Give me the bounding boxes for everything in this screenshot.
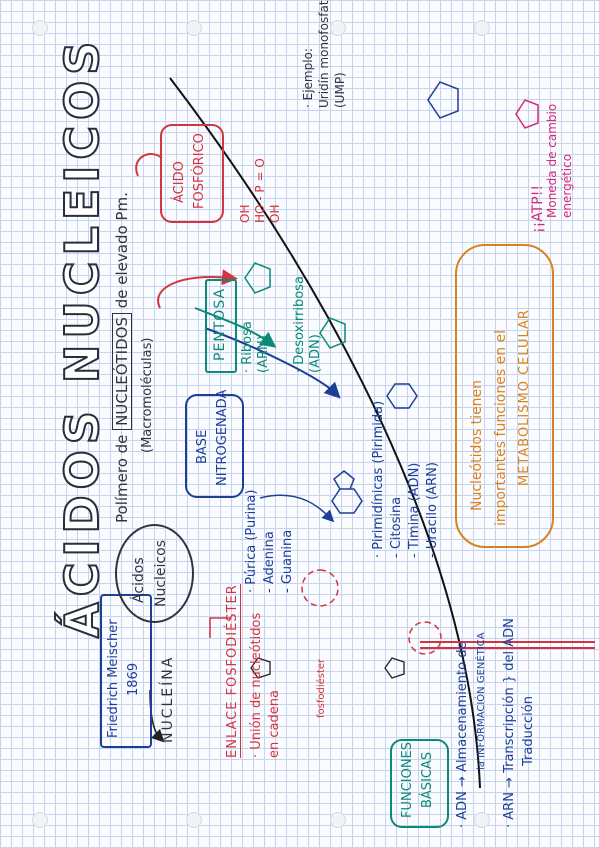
ejemplo-block: · Ejemplo: Uridín monofosfato (UMP) xyxy=(300,0,348,108)
ejemplo-label: · Ejemplo: xyxy=(301,48,315,108)
binder-hole xyxy=(32,812,48,828)
fosforico-line-2: FOSFÓRICO xyxy=(192,133,207,209)
discoverer-name: Friedrich Meischer xyxy=(106,619,121,738)
adn-function: · ADN → Almacenamiento de la INFORMACIÓN… xyxy=(453,632,491,828)
pentosa-types: · Ribosa (ARN) · Desoxirribosa (ADN) xyxy=(240,276,324,373)
funciones-line-1: Nucleótidos tienen xyxy=(469,379,485,511)
base-nitrogenada-box: BASE NITROGENADA xyxy=(185,390,244,498)
pirimidinicas-list: · Pirimidínicas (Pirimida) - Citosina - … xyxy=(370,401,442,558)
polimero-prefix: Polímero de xyxy=(113,434,131,523)
enlace-line-2: en cadena xyxy=(267,690,282,758)
binder-hole xyxy=(32,20,48,36)
pentosa-box: PENTOSA xyxy=(205,279,237,373)
funciones-basicas-box: FUNCIONES BÁSICAS xyxy=(390,739,449,828)
binder-hole xyxy=(330,812,346,828)
enlace-heading: ENLACE FOSFODIÉSTER xyxy=(225,584,241,758)
nucleina-label: NUCLEÍNA xyxy=(160,655,176,743)
arn-function: · ARN → Transcripción } del ADN Traducci… xyxy=(500,618,538,828)
ejemplo-line-1: Uridín monofosfato xyxy=(317,0,331,108)
desoxirribosa-item: · Desoxirribosa xyxy=(292,276,307,373)
adn-function-line-2: la INFORMACIÓN GENÉTICA xyxy=(476,632,487,770)
atp-note-line-1: Moneda de cambio xyxy=(545,103,559,218)
ribosa-item: · Ribosa xyxy=(240,321,255,373)
funciones-line-3: METABOLISMO CELULAR xyxy=(517,309,532,486)
uracilo-item: - Uracilo (ARN) xyxy=(425,462,440,558)
funciones-basicas-line-1: FUNCIONES xyxy=(400,741,415,818)
puricas-heading: · Púrica (Purina) xyxy=(244,489,259,593)
polimero-text: Polímero de NUCLEÓTIDOS de elevado Pm. xyxy=(112,192,132,523)
citosina-item: - Citosina xyxy=(389,496,404,558)
bubble-line-2: Nucleicos xyxy=(153,540,169,607)
pirimidinicas-heading: · Pirimidínicas (Pirimida) xyxy=(371,400,386,558)
atp-label: ¡¡ATP!! xyxy=(530,185,546,233)
desoxirribosa-note: (ADN) xyxy=(308,334,323,373)
ribosa-note: (ARN) xyxy=(256,335,271,373)
binder-hole xyxy=(330,20,346,36)
phosphate-formula: OH HO - P = O OH xyxy=(238,158,283,223)
base-line-1: BASE xyxy=(195,429,210,464)
macromoleculas-label: (Macromoléculas) xyxy=(140,337,155,453)
adenina-item: - Adenina xyxy=(262,531,277,593)
atp-note: Moneda de cambio energético xyxy=(545,104,575,218)
formula-row: HO - P = O xyxy=(253,158,267,223)
acido-fosforico-box: ÁCIDO FOSFÓRICO xyxy=(160,124,224,223)
puricas-list: · Púrica (Purina) - Adenina - Guanina xyxy=(243,490,297,593)
adn-function-line-1: · ADN → Almacenamiento de xyxy=(455,641,470,828)
formula-row: OH xyxy=(238,204,252,223)
funciones-line-2: importantes funciones en el xyxy=(493,329,509,526)
polimero-suffix: de elevado Pm. xyxy=(113,192,131,309)
ejemplo-line-2: (UMP) xyxy=(333,72,347,108)
enlace-line-1: · Unión de nucleótidos xyxy=(249,612,264,758)
nucleotidos-keyword: NUCLEÓTIDOS xyxy=(112,313,132,430)
guanina-item: - Guanina xyxy=(280,529,295,593)
arn-function-line-2: Traducción xyxy=(521,696,536,766)
binder-hole xyxy=(186,20,202,36)
fosfodiester-tag: fosfodiéster xyxy=(316,658,327,718)
nucleotidos-funciones-bubble: Nucleótidos tienen importantes funciones… xyxy=(455,244,554,548)
page-title: ÁCIDOS NUCLEICOS xyxy=(54,35,110,639)
discovery-year: 1869 xyxy=(126,662,141,696)
bubble-line-1: Ácidos xyxy=(131,557,147,603)
pentosa-label: PENTOSA xyxy=(212,287,228,361)
timina-item: - Timina (ADN) xyxy=(407,462,422,558)
acidos-nucleicos-bubble: Ácidos Nucleicos xyxy=(115,524,194,623)
binder-hole xyxy=(474,812,490,828)
atp-note-line-2: energético xyxy=(560,153,574,218)
arn-function-line-1: · ARN → Transcripción } del ADN xyxy=(502,618,517,828)
base-line-2: NITROGENADA xyxy=(215,389,230,486)
binder-hole xyxy=(186,812,202,828)
fosforico-line-1: ÁCIDO xyxy=(172,161,187,203)
formula-row: OH xyxy=(268,204,282,223)
enlace-description: · Unión de nucleótidos en cadena xyxy=(248,613,284,758)
funciones-basicas-line-2: BÁSICAS xyxy=(420,751,435,808)
binder-hole xyxy=(474,20,490,36)
